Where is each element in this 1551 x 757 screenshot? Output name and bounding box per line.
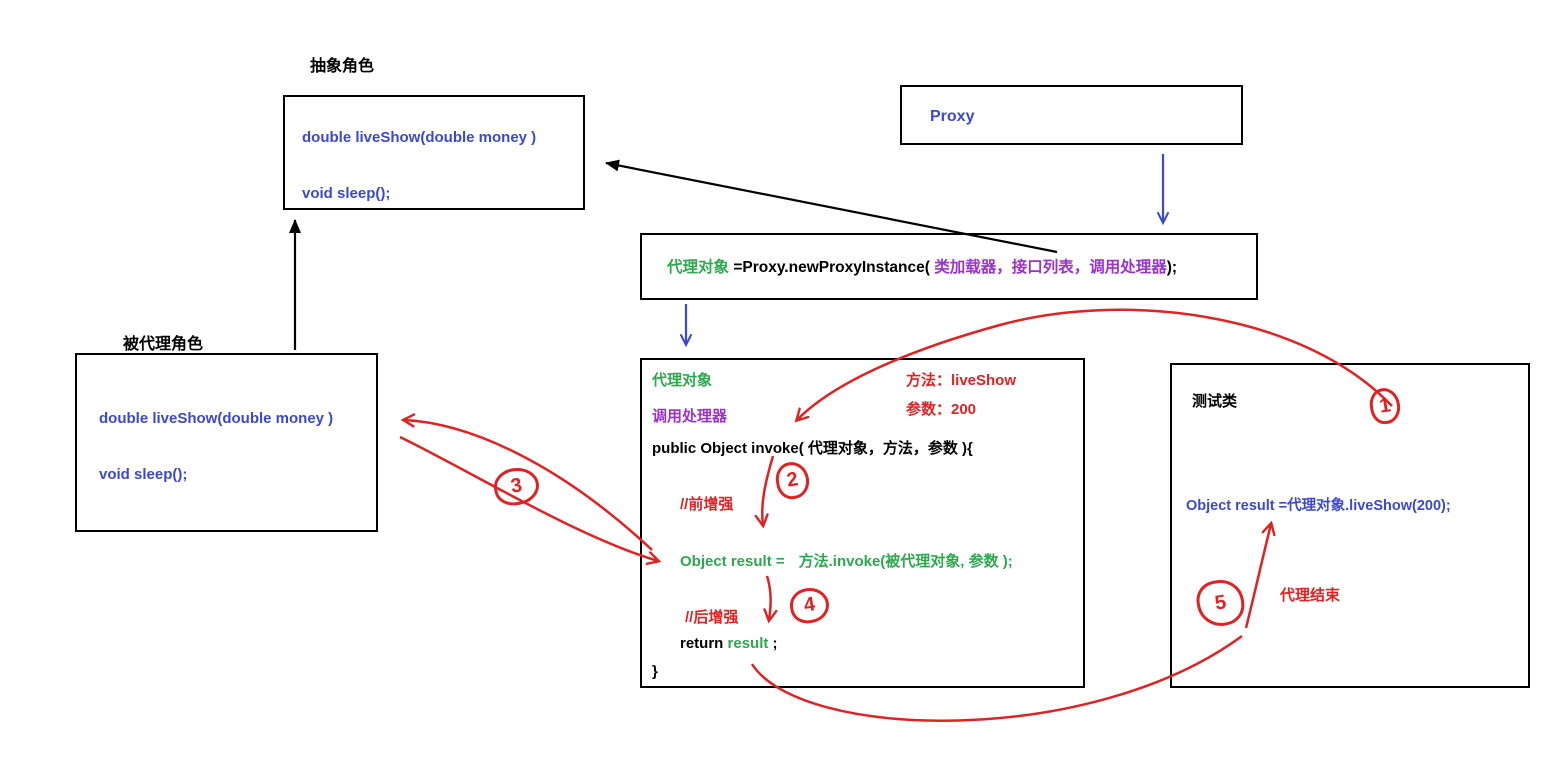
factory-code-line: 代理对象 =Proxy.newProxyInstance( 类加载器，接口列表，… — [667, 259, 1177, 278]
post-enhance-comment: //后增强 — [685, 609, 739, 626]
proxy-class-box: Proxy — [900, 85, 1243, 145]
step-3-badge: 3 — [491, 464, 542, 509]
test-class-box: 测试类 Object result =代理对象.liveShow(200); 代… — [1170, 363, 1530, 688]
test-class-title: 测试类 — [1192, 393, 1238, 410]
proxy-class-title: Proxy — [930, 108, 975, 125]
abstract-role-label: 抽象角色 — [310, 58, 375, 75]
factory-args-text: 类加载器，接口列表，调用处理器 — [934, 259, 1167, 276]
factory-assign-text: =Proxy.newProxyInstance( — [729, 259, 935, 276]
handler-title: 调用处理器 — [652, 408, 728, 425]
abstract-sleep-signature: void sleep(); — [302, 185, 391, 202]
pre-enhance-comment: //前增强 — [680, 496, 734, 513]
return-keyword: return — [680, 635, 724, 652]
proxied-sleep-signature: void sleep(); — [99, 466, 188, 483]
handler-method-info: 方法：liveShow — [906, 372, 1017, 389]
proxied-liveshow-signature: double liveShow(double money ) — [99, 410, 334, 427]
return-semicolon: ; — [768, 635, 778, 652]
result-left-text: Object result = — [680, 553, 785, 570]
result-right-text: 方法.invoke(被代理对象, 参数 ); — [798, 553, 1013, 570]
invocation-handler-box: 代理对象 方法：liveShow 参数：200 调用处理器 public Obj… — [640, 358, 1085, 688]
invoke-signature: public Object invoke( 代理对象，方法，参数 ){ — [652, 440, 973, 457]
abstract-liveshow-signature: double liveShow(double money ) — [302, 129, 537, 146]
proxy-end-note: 代理结束 — [1280, 587, 1341, 604]
factory-close-text: ); — [1166, 259, 1178, 276]
return-value: result — [723, 635, 769, 652]
closing-brace: } — [652, 663, 658, 680]
handler-proxy-object-label: 代理对象 — [652, 372, 713, 389]
return-code-line: return result ; — [680, 635, 778, 653]
abstract-role-box: double liveShow(double money ) void slee… — [283, 95, 585, 210]
handler-param-info: 参数：200 — [906, 401, 977, 418]
new-proxy-instance-box: 代理对象 =Proxy.newProxyInstance( 类加载器，接口列表，… — [640, 233, 1258, 300]
factory-target-text: 代理对象 — [667, 259, 730, 276]
result-code-line: Object result = 方法.invoke(被代理对象, 参数 ); — [680, 553, 1013, 571]
test-code-line: Object result =代理对象.liveShow(200); — [1186, 498, 1451, 514]
proxied-role-box: double liveShow(double money ) void slee… — [75, 353, 378, 532]
proxied-role-label: 被代理角色 — [123, 336, 204, 353]
